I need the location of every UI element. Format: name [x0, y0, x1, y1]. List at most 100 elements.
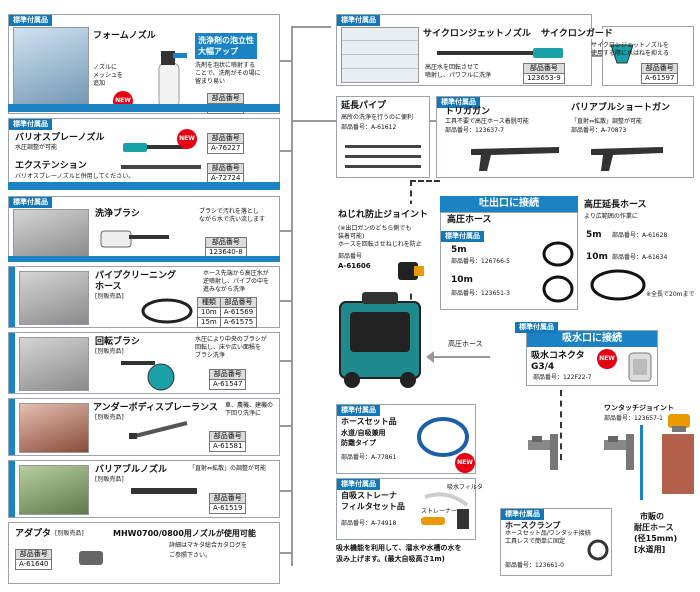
adapter-desc-1: 詳細はマキタ総合カタログを [169, 542, 248, 549]
part-label: 部品番号 [533, 374, 558, 381]
ext-pipe-desc: 高所の洗浄を行うのに便利 [341, 114, 414, 121]
swivel-desc-1: (※出口ガンのどちら側でも [338, 225, 412, 232]
pipe-photo [19, 271, 89, 325]
vari-nozzle-desc: 「直射⇔拡散」の調整が可能 [189, 465, 267, 472]
part-label: 部品番号 [341, 454, 366, 461]
suction-part-no: 122F22-7 [563, 374, 592, 381]
side-bar [9, 333, 15, 393]
suction-name-2: G3/4 [531, 362, 555, 372]
trigger-gun-desc: 工具不要で高圧ホース着脱可能 [445, 118, 529, 125]
hose-set-name-2: 水道/自吸兼用 [341, 429, 386, 437]
tile-photo [341, 27, 419, 83]
rotary-name: 回転ブラシ [95, 337, 140, 347]
swivel-part-no: A-61606 [338, 262, 371, 270]
extension-sub: バリオスプレーノズルと併用してください。 [15, 173, 135, 180]
top-connector-line [291, 26, 331, 28]
rotary-sub: [別販売品] [95, 348, 124, 355]
hp-hose-short-part-no: 126766-5 [481, 258, 510, 265]
machine-hose-label: 高圧ホース [448, 340, 483, 348]
left-trunk-line [291, 26, 293, 566]
short-gun-image [591, 147, 663, 171]
swivel-image [398, 262, 424, 280]
standard-tag: 標準付属品 [441, 231, 484, 242]
hose-clamp-name: ホースクランプ [505, 521, 561, 530]
foam-nozzle-name: フォームノズル [93, 31, 156, 41]
hose-clamp-image [587, 539, 609, 561]
right-connector-line [592, 55, 602, 57]
strainer-name-1: 自吸ストレーナ [341, 491, 397, 500]
extension-image [121, 165, 201, 169]
rotary-part-no: A-61547 [208, 379, 247, 390]
cyclone-guard-desc-2: 使用する際に水はねを抑える [591, 50, 669, 57]
trigger-gun-name: トリガガン [445, 107, 491, 117]
machine-arrow-head [426, 351, 434, 363]
foam-desc-1: 洗剤を泡状に噴射する [195, 62, 256, 69]
strainer-label-strainer: ストレーナー [421, 508, 458, 515]
blue-strip [8, 256, 280, 262]
standard-tag: 標準付属品 [515, 322, 558, 333]
pipe-len-2: 15m [197, 317, 221, 328]
strainer-part-no: A-74918 [371, 520, 397, 527]
swivel-part-label: 部品番号 [338, 253, 363, 260]
hp-hose-short-len: 5m [451, 245, 467, 255]
part-label: 部品番号 [445, 127, 470, 134]
strainer-desc-2: 汲み上げます。(最大自吸高さ1m) [336, 555, 445, 563]
pipe-hose-name-1: パイプクリーニング [95, 271, 177, 281]
blue-strip [8, 182, 280, 190]
trigger-gun-image [471, 147, 559, 171]
faucet-left-image [528, 434, 558, 470]
pipe-hose-card: パイプクリーニング ホース [別販売品] ホース先端から高圧水が 逆噴射し、パイ… [8, 266, 280, 328]
branch-line-1 [280, 60, 292, 62]
strainer-part: 部品番号：A-74918 [341, 520, 397, 527]
hose-clamp-card: 標準付属品 ホースクランプ ホースセット品/ワンタッチ接続 工具レスで簡単に固定… [500, 508, 612, 576]
part-label: 部品番号 [208, 431, 247, 442]
cyclone-guard-desc-1: サイクロンジェットノズルを [591, 42, 669, 49]
ext-pipe-image [345, 145, 421, 168]
foam-highlight: 洗浄剤の泡立性大幅アップ [195, 33, 257, 59]
swivel-desc-3: ホースを回転させねじれを防止 [338, 241, 422, 248]
ext-pipe-name: 延長パイプ [341, 101, 387, 111]
standard-tag: 標準付属品 [9, 15, 52, 26]
standard-tag: 標準付属品 [501, 509, 544, 520]
market-hose-3: (径15mm) [634, 534, 678, 543]
underbody-image [129, 421, 188, 439]
outlet-dashed-top [410, 180, 440, 182]
foam-nozzle-card: 標準付属品 ノズルに メッシュを 追加 NEW フォームノズル 洗浄剤の泡立性大… [8, 14, 280, 114]
hp-ext-short-part-no: A-61628 [642, 232, 668, 239]
vari-nozzle-name: バリアブルノズル [95, 465, 168, 475]
hp-ext-image [590, 269, 646, 301]
cyclone-nozzle-image [437, 48, 563, 58]
one-touch-part: 部品番号：123657-1 [604, 415, 663, 422]
pipe-part-1: A-61569 [219, 307, 258, 318]
pipe-len-1: 10m [197, 307, 221, 318]
pipe-part-2: A-61575 [219, 317, 258, 328]
market-hose-4: [水道用] [634, 545, 666, 554]
vario-sub: 水圧調整が可能 [15, 144, 58, 151]
hp-ext-desc: より広範囲の作業に [584, 213, 638, 220]
strainer-desc-1: 吸水機能を利用して、溜水や水槽の水を [336, 544, 462, 552]
part-label: 部品番号 [206, 133, 245, 144]
cyclone-desc-1: 高圧水を回転させて [425, 64, 480, 71]
branch-line-5 [280, 360, 292, 362]
branch-line-7 [280, 490, 292, 492]
part-label: 部品番号 [612, 254, 637, 261]
part-label: 部品番号 [505, 562, 530, 569]
new-badge: NEW [177, 129, 197, 149]
hose-clamp-desc-2: 工具レスで簡単に固定 [505, 538, 566, 545]
hp-hose-long-part-no: 123651-3 [481, 290, 510, 297]
car-wash-photo [13, 27, 89, 111]
part-label: 部品番号 [341, 124, 366, 131]
rotary-desc-2: 回転し、床や広い面積を [195, 344, 262, 351]
part-label: 部品番号 [14, 549, 53, 560]
underbody-name: アンダーボディスプレーランス [93, 403, 218, 413]
adapter-sub: [別販売品] [55, 530, 84, 537]
hp-hose-long-image [542, 275, 574, 303]
